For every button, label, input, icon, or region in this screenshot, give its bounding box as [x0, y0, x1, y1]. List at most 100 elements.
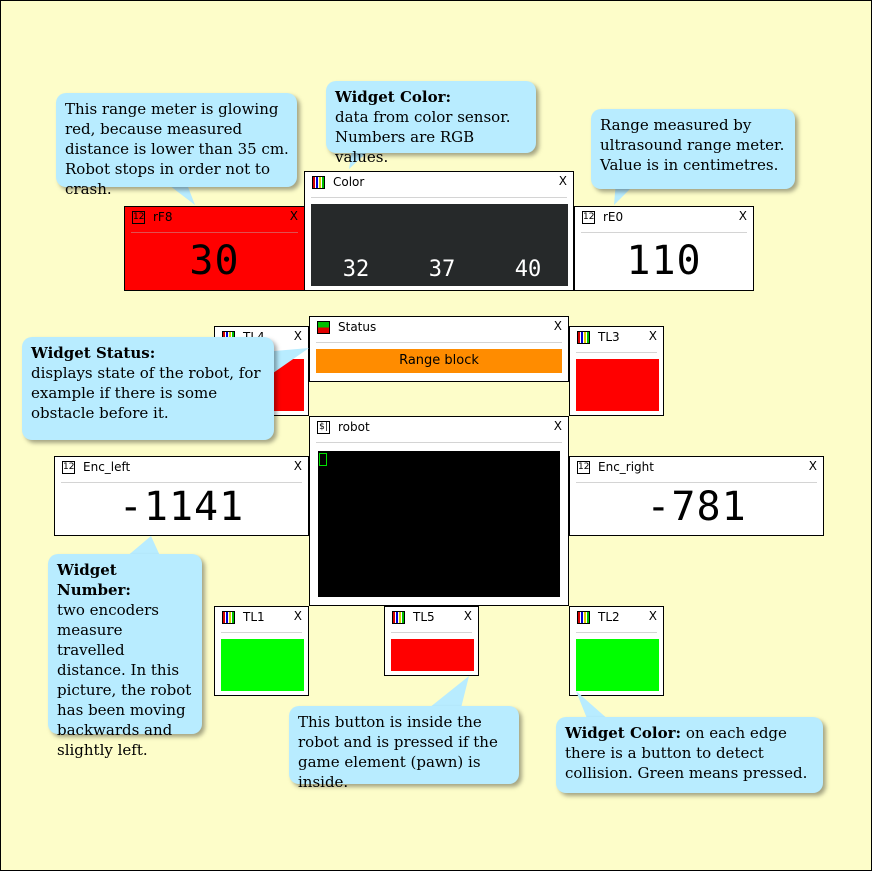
number-icon: 12	[582, 211, 595, 224]
close-button[interactable]: X	[553, 419, 562, 433]
encoder-value: -1141	[118, 484, 245, 530]
callout-text: This range meter is glowing red, because…	[65, 100, 289, 198]
callout-text: displays state of the robot, for example…	[31, 364, 261, 422]
callout-heading: Widget Status:	[31, 344, 156, 362]
touch-widget-tl3: TL3 X	[569, 326, 664, 416]
terminal-cursor	[319, 453, 327, 466]
widget-title: rF8	[153, 210, 173, 224]
widget-header[interactable]: 12 Enc_right X	[570, 457, 823, 479]
status-icon	[317, 321, 330, 334]
callout-color: Widget Color: data from color sensor. Nu…	[326, 81, 536, 166]
callout-text: two encoders measure travelled distance.…	[57, 601, 192, 759]
close-button[interactable]: X	[293, 329, 302, 343]
divider	[576, 632, 657, 633]
callout-tail	[125, 536, 161, 558]
range-value: 110	[626, 238, 702, 284]
touch-widget-tl2: TL2 X	[569, 606, 664, 696]
callout-text: on each edge there is a button to detect…	[565, 724, 808, 782]
divider	[581, 232, 747, 233]
widget-header[interactable]: 12 rE0 X	[575, 207, 753, 229]
number-icon: 12	[132, 211, 145, 224]
range-widget-rf8: 12 rF8 X 30	[124, 206, 305, 291]
callout-tail	[263, 348, 309, 380]
callout-pawn-button: This button is inside the robot and is p…	[289, 706, 519, 791]
encoder-widget-right: 12 Enc_right X -781	[569, 456, 824, 536]
color-widget-icon	[392, 611, 405, 624]
callout-range-red: This range meter is glowing red, because…	[56, 93, 297, 198]
close-button[interactable]: X	[553, 319, 562, 333]
number-icon: 12	[62, 461, 75, 474]
widget-header[interactable]: TL5 X	[385, 607, 478, 629]
close-button[interactable]: X	[289, 209, 298, 223]
widget-title: rE0	[603, 210, 624, 224]
status-widget: Status X Range block	[309, 316, 569, 382]
divider	[131, 232, 298, 233]
terminal-output[interactable]	[318, 451, 560, 597]
close-button[interactable]: X	[463, 609, 472, 623]
callout-text: This button is inside the robot and is p…	[298, 713, 498, 791]
widget-title: robot	[338, 420, 370, 434]
close-button[interactable]: X	[648, 609, 657, 623]
widget-header[interactable]: 12 Enc_left X	[55, 457, 308, 479]
touch-indicator	[576, 639, 659, 691]
widget-header[interactable]: $| robot X	[310, 417, 568, 439]
callout-heading: Widget Color:	[565, 724, 682, 742]
divider	[576, 352, 657, 353]
number-icon: 12	[577, 461, 590, 474]
touch-widget-tl1: TL1 X	[214, 606, 309, 696]
close-button[interactable]: X	[293, 459, 302, 473]
callout-text: data from color sensor. Numbers are RGB …	[335, 108, 511, 166]
close-button[interactable]: X	[558, 174, 567, 188]
widget-title: TL5	[413, 610, 435, 624]
close-button[interactable]: X	[648, 329, 657, 343]
callout-status: Widget Status: displays state of the rob…	[22, 337, 274, 440]
close-button[interactable]: X	[738, 209, 747, 223]
color-widget: Color X 32 37 40	[304, 171, 574, 291]
red-value: 32	[342, 257, 370, 282]
encoder-value: -781	[646, 484, 747, 530]
widget-title: TL2	[598, 610, 620, 624]
divider	[61, 482, 302, 483]
divider	[311, 197, 567, 198]
widget-header[interactable]: TL3 X	[570, 327, 663, 349]
close-button[interactable]: X	[293, 609, 302, 623]
widget-header[interactable]: Status X	[310, 317, 568, 339]
widget-title: TL1	[243, 610, 265, 624]
widget-title: Color	[333, 175, 365, 189]
callout-number: Widget Number: two encoders measure trav…	[48, 554, 202, 759]
color-widget-icon	[312, 176, 325, 189]
touch-widget-tl5: TL5 X	[384, 606, 479, 676]
divider	[576, 482, 817, 483]
widget-header[interactable]: TL1 X	[215, 607, 308, 629]
color-widget-icon	[222, 611, 235, 624]
divider	[391, 632, 472, 633]
widget-header[interactable]: 12 rF8 X	[125, 207, 304, 229]
green-value: 37	[428, 257, 456, 282]
callout-tail	[429, 676, 469, 708]
widget-header[interactable]: TL2 X	[570, 607, 663, 629]
widget-title: Enc_right	[598, 460, 654, 474]
widget-title: TL3	[598, 330, 620, 344]
range-widget-re0: 12 rE0 X 110	[574, 206, 754, 291]
close-button[interactable]: X	[808, 459, 817, 473]
encoder-widget-left: 12 Enc_left X -1141	[54, 456, 309, 536]
divider	[221, 632, 302, 633]
color-widget-icon	[577, 611, 590, 624]
callout-edge-buttons: Widget Color: on each edge there is a bu…	[556, 717, 823, 793]
color-widget-icon	[577, 331, 590, 344]
divider	[316, 442, 562, 443]
callout-heading: Widget Color:	[335, 88, 452, 106]
touch-indicator	[221, 639, 304, 691]
terminal-icon: $|	[317, 421, 330, 434]
widget-header[interactable]: Color X	[305, 172, 573, 194]
color-swatch: 32 37 40	[311, 204, 568, 286]
widget-title: Status	[338, 320, 377, 334]
touch-indicator	[391, 639, 474, 671]
status-badge: Range block	[316, 349, 562, 373]
touch-indicator	[576, 359, 659, 411]
callout-range-ultrasound: Range measured by ultrasound range meter…	[591, 109, 795, 189]
blue-value: 40	[514, 257, 542, 282]
widget-title: Enc_left	[83, 460, 131, 474]
divider	[316, 342, 562, 343]
